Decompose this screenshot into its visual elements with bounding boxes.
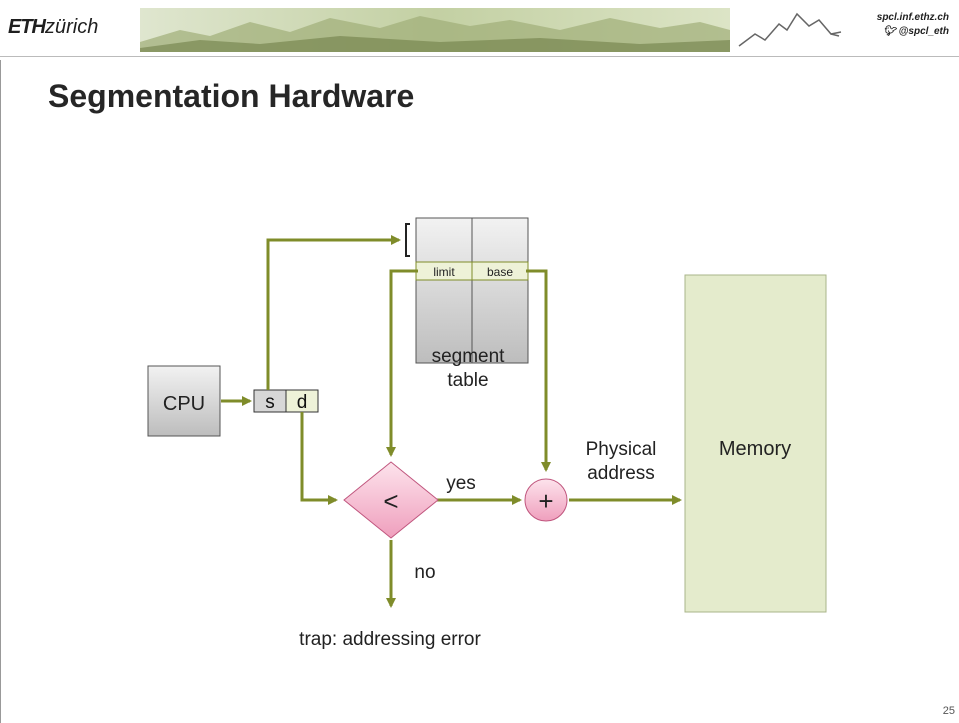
arrow-limit-to-compare: [386, 269, 418, 457]
compare-symbol: <: [383, 486, 398, 516]
s-label: s: [265, 392, 275, 413]
trap-label: trap: addressing error: [299, 629, 481, 650]
segment-table: limit base: [415, 217, 529, 364]
alps-banner-image: [140, 8, 730, 52]
yes-label: yes: [446, 473, 476, 494]
page-number: 25: [942, 705, 955, 717]
eth-logo: ETHzürich: [8, 16, 99, 38]
compare-diamond: [343, 461, 439, 539]
mountain-logo-icon: [738, 12, 842, 47]
cpu-box: [147, 365, 221, 437]
table-bracket: [405, 223, 410, 257]
contact-info: spcl.inf.ethz.ch 🐦︎ @spcl_eth: [877, 11, 949, 39]
d-label: d: [297, 392, 308, 413]
diagram-arrows: [221, 235, 682, 608]
segment-table-caption-line1: segment: [432, 346, 506, 367]
site-url[interactable]: spcl.inf.ethz.ch: [876, 12, 949, 23]
memory-label: Memory: [719, 438, 791, 460]
segment-table-caption-line2: table: [447, 370, 488, 391]
arrow-d-to-compare: [300, 412, 338, 505]
physical-label-line1: Physical: [586, 439, 657, 460]
page-title: Segmentation Hardware: [48, 78, 415, 114]
slide-left-border: [0, 60, 1, 723]
arrow-base-to-adder: [526, 269, 551, 472]
arrow-s-to-table: [266, 235, 401, 390]
slide-header: ETHzürich spcl.inf.ethz.ch 🐦︎ @spcl_eth: [0, 0, 959, 60]
header-divider: [0, 56, 959, 57]
twitter-handle[interactable]: 🐦︎ @spcl_eth: [883, 26, 949, 37]
memory-box: [684, 274, 827, 613]
adder-symbol: +: [538, 486, 553, 516]
twitter-icon: 🐦︎: [883, 26, 899, 37]
base-label: base: [487, 265, 513, 279]
limit-label: limit: [433, 265, 455, 279]
adder-circle: [524, 478, 568, 522]
cpu-label: CPU: [163, 393, 205, 415]
no-label: no: [414, 562, 435, 583]
physical-label-line2: address: [587, 463, 655, 484]
